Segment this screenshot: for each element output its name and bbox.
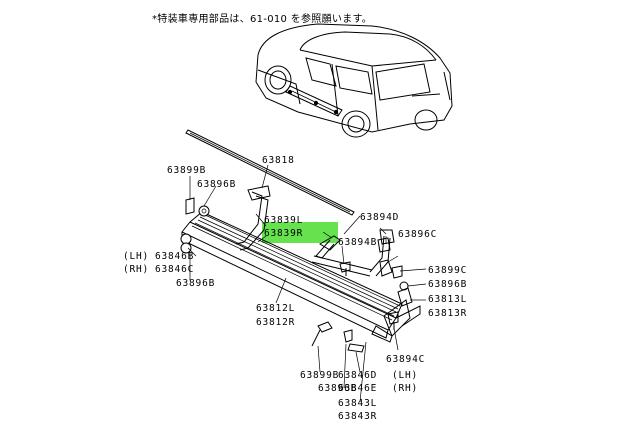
label-63896b-right: 63896B	[428, 279, 468, 290]
special-vehicle-note: *特装車専用部品は、61-010 を参照願います。	[152, 14, 373, 25]
label-63896b-top: 63896B	[197, 179, 237, 190]
label-63812l: 63812L	[256, 303, 296, 314]
highlight-63839	[262, 222, 338, 243]
label-63899c: 63899C	[428, 265, 468, 276]
fasteners	[180, 197, 413, 353]
label-63846e: 63846E	[338, 383, 378, 394]
label-63843l: 63843L	[338, 398, 378, 409]
label-63839r: 63839R	[264, 228, 304, 239]
label-63813r: 63813R	[428, 308, 468, 319]
label-63846c: 63846C	[155, 264, 195, 275]
label-lh-right: (LH)	[392, 370, 419, 381]
label-63818: 63818	[262, 155, 295, 166]
label-63896c: 63896C	[398, 229, 438, 240]
label-63896b-left: 63896B	[176, 278, 216, 289]
label-63894d: 63894D	[360, 212, 400, 223]
label-63899b-top: 63899B	[167, 165, 207, 176]
label-rh-left: (RH)	[123, 264, 150, 275]
stay-brackets	[235, 185, 395, 277]
label-63846d: 63846D	[338, 370, 378, 381]
label-63813l: 63813L	[428, 294, 468, 305]
leader-lines	[187, 164, 427, 403]
vehicle-illustration	[255, 23, 453, 138]
label-63812r: 63812R	[256, 317, 296, 328]
label-lh-left: (LH)	[123, 251, 150, 262]
label-63894c: 63894C	[386, 354, 426, 365]
label-63843r: 63843R	[338, 411, 378, 422]
molding-strip	[185, 129, 355, 216]
label-63899b-bottom: 63899B	[300, 370, 340, 381]
label-63896b-bottom: 63896B	[318, 383, 358, 394]
label-rh-right: (RH)	[392, 383, 419, 394]
label-63894b: 63894B	[338, 237, 378, 248]
label-63846b: 63846B	[155, 251, 195, 262]
label-63839l: 63839L	[264, 215, 304, 226]
